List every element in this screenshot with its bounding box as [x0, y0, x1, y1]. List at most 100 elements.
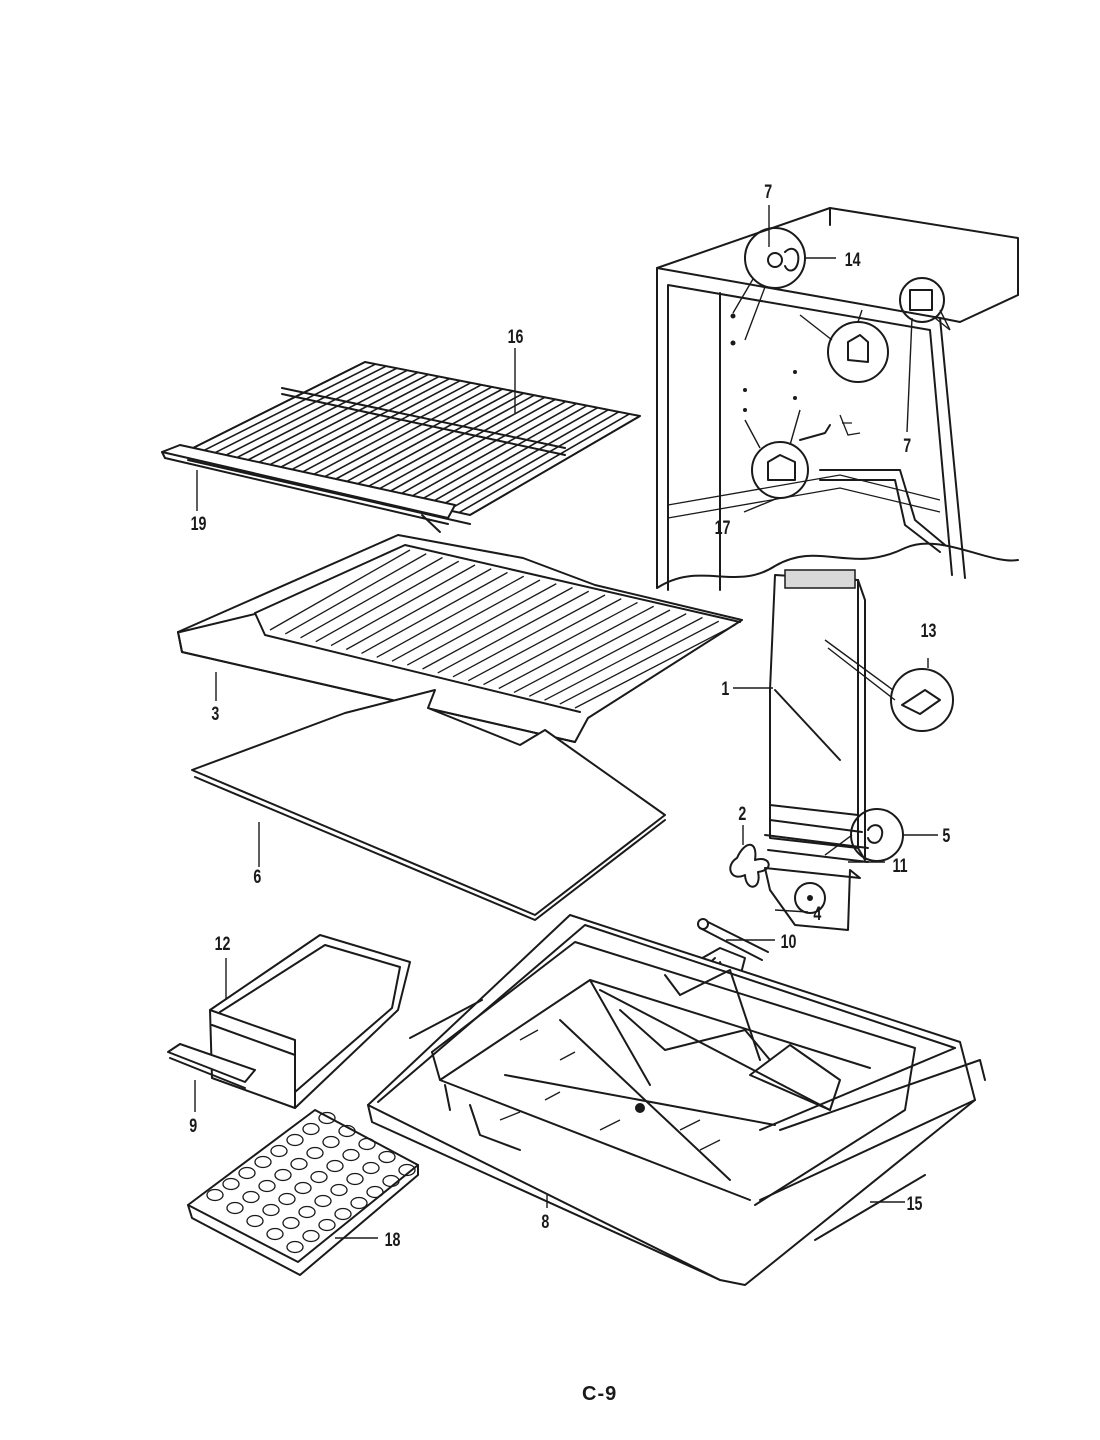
callout-18: 18	[385, 1229, 401, 1250]
ice-cube-cell	[330, 1183, 348, 1197]
callout-6: 6	[253, 866, 261, 887]
callout-7-right: 7	[903, 435, 911, 456]
drawing-stroke	[406, 583, 557, 666]
ice-cube-cell	[242, 1190, 260, 1204]
callout-17: 17	[715, 517, 731, 538]
ice-cube-cell	[226, 1201, 244, 1215]
drawing-stroke	[467, 598, 622, 682]
refrigerator-cabinet	[656, 207, 1019, 591]
ice-cube-cell	[318, 1218, 336, 1232]
callout-13: 13	[921, 620, 937, 641]
drawing-stroke	[559, 620, 720, 705]
callout-12: 12	[215, 933, 231, 954]
drawing-stroke	[195, 363, 376, 456]
drawing-stroke	[403, 402, 577, 502]
ice-cube-cell	[246, 1214, 264, 1228]
ice-cube-cell	[238, 1166, 256, 1180]
drawing-stroke	[184, 361, 366, 453]
ice-cube-cell	[378, 1150, 396, 1164]
ice-cube-cell	[362, 1161, 380, 1175]
ice-cube-cell	[266, 1227, 284, 1241]
callout-15: 15	[907, 1193, 923, 1214]
callout-8: 8	[541, 1211, 549, 1232]
drawing-stroke	[391, 579, 541, 662]
ice-cube-cell	[262, 1203, 280, 1217]
callout-19: 19	[191, 513, 207, 534]
drawing-stroke	[283, 379, 461, 475]
ice-cube-cell	[318, 1111, 336, 1125]
ice-cube-cell	[282, 1216, 300, 1230]
drawing-stroke	[458, 413, 630, 514]
crisper-cover	[177, 534, 743, 743]
ice-cube-cell	[350, 1196, 368, 1210]
drawing-stroke	[269, 549, 411, 631]
drawing-stroke	[452, 594, 606, 678]
drawing-stroke	[345, 568, 492, 651]
ice-cube-cell	[366, 1185, 384, 1199]
ice-cube-cell	[294, 1181, 312, 1195]
crisper-glass	[191, 689, 666, 921]
ice-cube-cell	[258, 1179, 276, 1193]
drawing-stroke	[469, 415, 641, 516]
drawing-stroke	[206, 365, 387, 458]
ice-cube-cell	[382, 1174, 400, 1188]
drawing-stroke	[338, 390, 514, 487]
drawing-stroke	[272, 377, 450, 473]
drawing-stroke	[483, 601, 638, 686]
drawing-stroke	[498, 605, 655, 690]
drawing-stroke	[228, 369, 408, 463]
callout-2: 2	[738, 803, 746, 824]
callout-labels: 7 14 16 19 17 7 13 1 3 2 5 11 6 4 10 12 …	[189, 181, 950, 1250]
ice-cube-cell	[326, 1159, 344, 1173]
page-number: C-9	[582, 1383, 617, 1405]
air-duct	[764, 569, 869, 863]
callout-4: 4	[813, 903, 821, 924]
ice-cube-cell	[334, 1207, 352, 1221]
drawing-stroke	[250, 373, 429, 468]
ice-cube-cell	[206, 1188, 224, 1202]
ice-cube-cell	[298, 1205, 316, 1219]
ice-cube-cell	[398, 1163, 416, 1177]
callout-14: 14	[845, 249, 861, 270]
ice-cube-cell	[322, 1135, 340, 1149]
callout-1: 1	[721, 678, 729, 699]
crisper-drawer	[209, 934, 411, 1109]
drawing-stroke	[414, 404, 588, 504]
drawing-stroke	[422, 586, 573, 670]
drawing-stroke	[425, 406, 599, 507]
callout-16: 16	[508, 326, 524, 347]
ice-cube-cell	[306, 1146, 324, 1160]
leader-lines	[194, 205, 938, 1239]
ice-cube-cell	[278, 1192, 296, 1206]
drawing-stroke	[436, 409, 609, 509]
drawing-stroke	[315, 560, 460, 643]
callout-5: 5	[942, 825, 950, 846]
freezer-compartment	[367, 914, 986, 1286]
ice-cube-cell	[302, 1122, 320, 1136]
ice-cube-cell	[302, 1229, 320, 1243]
drawing-stroke	[447, 411, 620, 511]
drawing-stroke	[305, 384, 482, 480]
drawing-stroke	[544, 616, 703, 701]
ice-cube-cell	[310, 1170, 328, 1184]
ice-cube-cell	[346, 1172, 364, 1186]
wire-shelf	[184, 361, 641, 525]
ice-cube-cell	[286, 1240, 304, 1254]
drawing-stroke	[261, 375, 440, 470]
drawing-stroke	[316, 386, 493, 482]
ice-cube-cell	[342, 1148, 360, 1162]
drawing-stroke	[381, 398, 556, 497]
ice-cube-cell	[358, 1137, 376, 1151]
drawing-stroke	[574, 624, 736, 709]
callout-3: 3	[211, 703, 219, 724]
drawing-stroke	[294, 382, 472, 477]
callout-11: 11	[893, 855, 908, 876]
ice-cube-cell	[290, 1157, 308, 1171]
drawing-stroke	[437, 590, 590, 674]
ice-cube-cell	[270, 1144, 288, 1158]
drawing-stroke	[284, 553, 427, 635]
ice-cube-cell	[338, 1124, 356, 1138]
ice-cube-cell	[286, 1133, 304, 1147]
callout-9: 9	[189, 1115, 197, 1136]
